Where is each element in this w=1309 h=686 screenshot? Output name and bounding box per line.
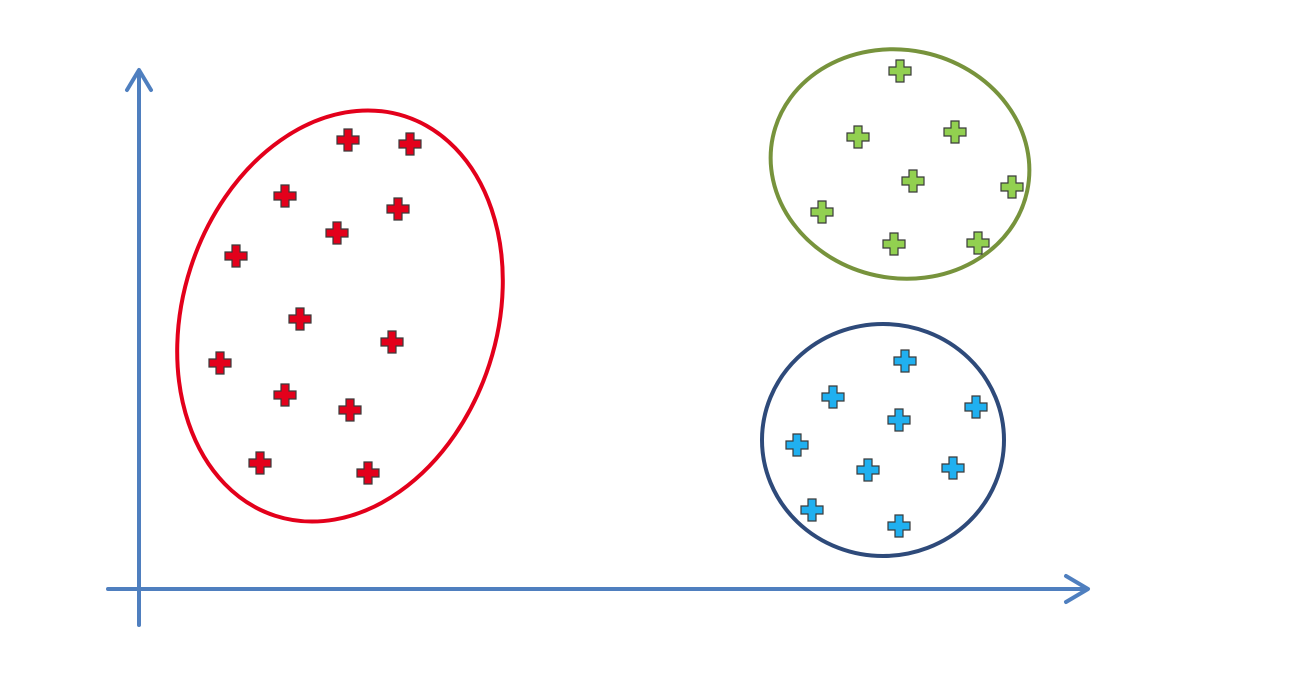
plus-icon (380, 330, 404, 354)
plus-icon (887, 408, 911, 432)
cluster-green-outline (768, 47, 1032, 281)
plus-icon (941, 456, 965, 480)
plus-icon (273, 383, 297, 407)
plus-icon (208, 351, 232, 375)
plus-icon (785, 433, 809, 457)
plus-icon (273, 184, 297, 208)
plus-icon (821, 385, 845, 409)
plus-icon (901, 169, 925, 193)
plus-icon (386, 197, 410, 221)
plus-icon (943, 120, 967, 144)
cluster-red-points (208, 128, 422, 485)
plus-icon (800, 498, 824, 522)
plus-icon (856, 458, 880, 482)
plus-icon (338, 398, 362, 422)
plus-icon (336, 128, 360, 152)
axes (106, 68, 1090, 627)
plus-icon (288, 307, 312, 331)
plus-icon (846, 125, 870, 149)
plus-icon (1000, 175, 1024, 199)
plus-icon (888, 59, 912, 83)
plus-icon (887, 514, 911, 538)
plus-icon (882, 232, 906, 256)
plus-icon (224, 244, 248, 268)
cluster-blue-outline (760, 322, 1006, 558)
plus-icon (810, 200, 834, 224)
cluster-blue-points (785, 349, 988, 538)
plus-icon (966, 231, 990, 255)
plus-icon (398, 132, 422, 156)
x-axis-arrowhead (1064, 574, 1090, 604)
plus-icon (893, 349, 917, 373)
cluster-red-outline (175, 108, 505, 524)
plus-icon (356, 461, 380, 485)
plus-icon (325, 221, 349, 245)
y-axis-arrowhead (125, 68, 153, 92)
plus-icon (248, 451, 272, 475)
plus-icon (964, 395, 988, 419)
